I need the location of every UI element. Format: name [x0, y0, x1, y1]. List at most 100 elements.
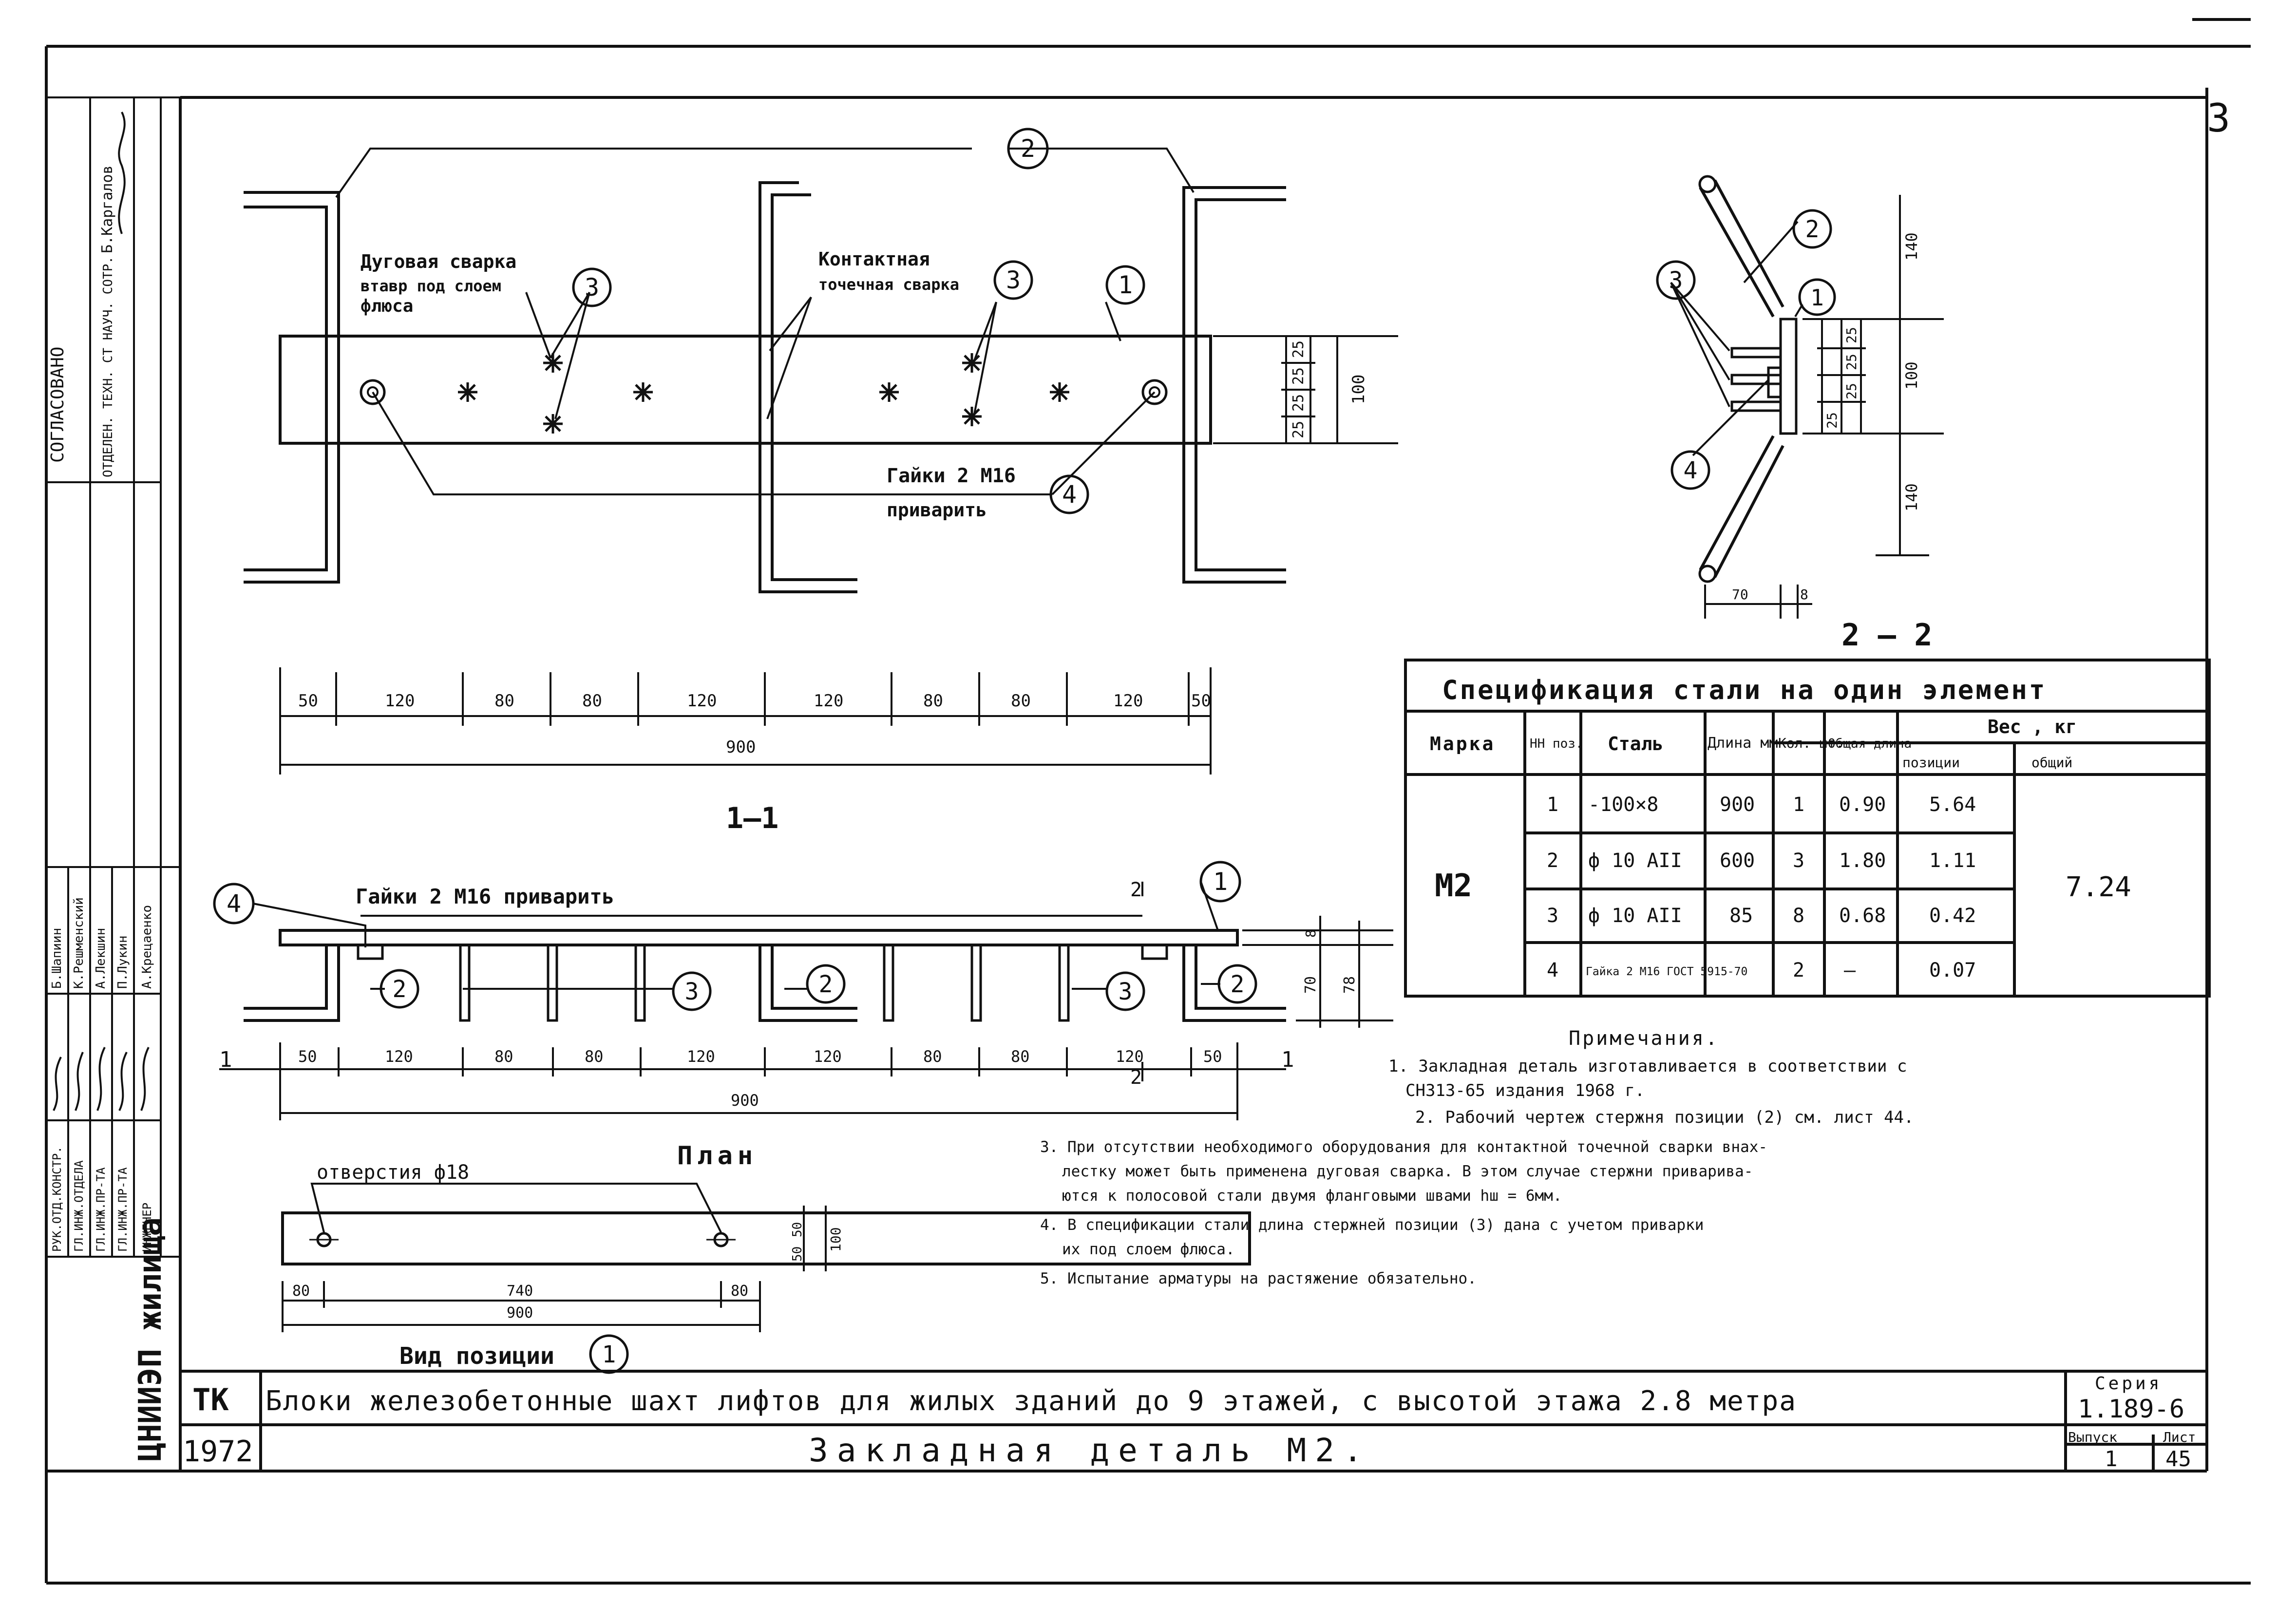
note-line: ются к полосовой стали двумя фланговыми … — [1062, 1187, 1562, 1205]
spec-mark: М2 — [1435, 868, 1472, 904]
hdr-total-len: Общая длина — [1828, 736, 1912, 751]
notes: Примечания. 1. Закладная деталь изготавл… — [1040, 1027, 1914, 1287]
c-bars — [244, 181, 1286, 593]
dim: 140 — [1902, 483, 1921, 511]
cut-1-right: 1 — [1281, 1047, 1294, 1072]
callout-2: 2 — [1792, 209, 1832, 249]
dims-22-right — [1803, 195, 1944, 556]
bar-end — [1698, 565, 1717, 583]
callout-1: 1 — [1199, 861, 1241, 903]
dim-total: 900 — [731, 1091, 759, 1110]
dim: 120 — [385, 691, 415, 711]
spec-table-grid — [1404, 659, 2211, 998]
dim: 120 — [1113, 691, 1143, 711]
note-line: лестку может быть применена дуговая свар… — [1062, 1163, 1753, 1180]
cell: 5.64 — [1929, 793, 1976, 816]
cell: 3 — [1547, 905, 1558, 927]
hole-left — [309, 1232, 339, 1247]
section-dims-bottom — [219, 1042, 1286, 1120]
dim: 120 — [1116, 1047, 1144, 1066]
dim: 50 — [298, 691, 318, 711]
hdr-qty: Кол. шт. — [1778, 735, 1844, 751]
cell: 1.80 — [1839, 850, 1886, 872]
svg-text:4: 4 — [1684, 457, 1698, 484]
strip-section — [279, 929, 1239, 946]
rods — [459, 944, 1070, 1022]
callout-3: 3 — [672, 971, 712, 1011]
dim: 50 — [298, 1047, 317, 1066]
author-name: А.Крецаенко — [140, 905, 154, 989]
note-line: их под слоем флюса. — [1062, 1241, 1235, 1258]
svg-text:1: 1 — [1213, 868, 1228, 896]
dim: 8 — [1800, 586, 1808, 603]
label-nuts-2: приварить — [887, 499, 987, 521]
title-block-grid — [180, 1370, 2207, 1473]
author-role: ГЛ.ИНЖ.ПР-ТА — [94, 1167, 108, 1252]
dim: 80 — [731, 1283, 748, 1300]
holes-leader — [310, 1183, 722, 1233]
authors-block: РУК.ОТД.КОНСТР. ГЛ.ИНЖ.ОТДЕЛА ГЛ.ИНЖ.ПР-… — [50, 897, 154, 1252]
cell: 0.42 — [1929, 905, 1976, 927]
nut-left-section — [357, 944, 384, 960]
approval-name: Б.Каргалов — [99, 165, 116, 253]
holes-label: отверстия ф18 — [317, 1161, 469, 1184]
view-2-2: 2 3 1 4 140 25 25 25 25 100 140 70 — [1656, 175, 1944, 653]
dim: 120 — [687, 691, 717, 711]
view-22-title: 2 — 2 — [1841, 617, 1933, 653]
hdr-weight: Вес , кг — [1988, 716, 2077, 737]
top-dims-bottom — [279, 667, 1212, 774]
dim: 70 — [1302, 976, 1319, 994]
nut-right — [1141, 379, 1168, 405]
tb-sheet-title: Закладная деталь М2. — [809, 1432, 1371, 1469]
dim: 80 — [494, 1047, 513, 1066]
hdr-length: Длина мм — [1708, 735, 1778, 752]
cell: 85 — [1729, 905, 1753, 927]
plan-caption: Вид позиции — [399, 1342, 554, 1370]
hdr-pos: НН поз. — [1530, 736, 1583, 751]
cell: 2 — [1793, 959, 1804, 982]
dim: 80 — [582, 691, 602, 711]
tb-code: ТК — [192, 1382, 229, 1417]
dim: 120 — [814, 1047, 842, 1066]
label-nuts: Гайки 2 М16 — [887, 465, 1016, 487]
author-name: П.Лукин — [115, 935, 130, 989]
dim: 740 — [507, 1283, 533, 1300]
svg-text:1: 1 — [1118, 271, 1133, 299]
plan-dims-bottom — [282, 1281, 761, 1332]
hdr-weight-total: общий — [2031, 755, 2072, 771]
hdr-steel: Сталь — [1608, 733, 1663, 755]
svg-text:4: 4 — [227, 889, 241, 918]
callout-2: 2 — [806, 964, 846, 1004]
svg-text:3: 3 — [585, 273, 599, 302]
plan-view: отверстия ф18 План 50 50 100 80 740 80 9… — [281, 1141, 1251, 1374]
cell: 8 — [1793, 905, 1804, 927]
leaders-22 — [1670, 221, 1803, 456]
tb-sheet-label: Лист — [2163, 1429, 2196, 1445]
rods-22 — [1730, 347, 1782, 412]
hole-right — [706, 1232, 736, 1247]
author-signatures — [53, 1047, 150, 1111]
author-name: К.Решменский — [72, 897, 86, 989]
dim: 80 — [1011, 691, 1031, 711]
hdr-weight-pos: позиции — [1902, 755, 1960, 771]
plan-title: План — [677, 1141, 758, 1171]
nut-right-section — [1141, 944, 1168, 960]
approval-signature — [118, 112, 126, 234]
callout-1: 1 — [1105, 265, 1145, 305]
tb-project: Блоки железобетонные шахт лифтов для жил… — [266, 1385, 1797, 1417]
dim: 25 — [1290, 394, 1307, 412]
cell: 2 — [1547, 850, 1558, 872]
approval-role: ОТДЕЛЕН. ТЕХН. СТ НАУЧ. СОТР. — [101, 256, 115, 477]
spec-rows: 1 -100×8 900 1 0.90 5.64 2 ф 10 АII 600 … — [1547, 793, 1976, 982]
label-arc-weld: Дуговая сварка — [361, 251, 516, 272]
svg-text:3: 3 — [1119, 978, 1133, 1005]
dim: 25 — [1290, 340, 1307, 358]
dim: 80 — [1011, 1047, 1030, 1066]
cell: 0.90 — [1839, 793, 1886, 816]
note-line: 5. Испытание арматуры на растяжение обяз… — [1040, 1270, 1477, 1287]
label-contact-weld: Контактная — [818, 248, 930, 270]
author-name: Б.Шапиин — [50, 928, 64, 989]
section-dim-labels: 50 120 80 80 120 120 80 80 120 50 900 — [298, 1047, 1222, 1110]
author-role: ИНЖЕНЕР — [140, 1203, 154, 1252]
note-line: 4. В спецификации стали длина стержней п… — [1040, 1216, 1704, 1234]
